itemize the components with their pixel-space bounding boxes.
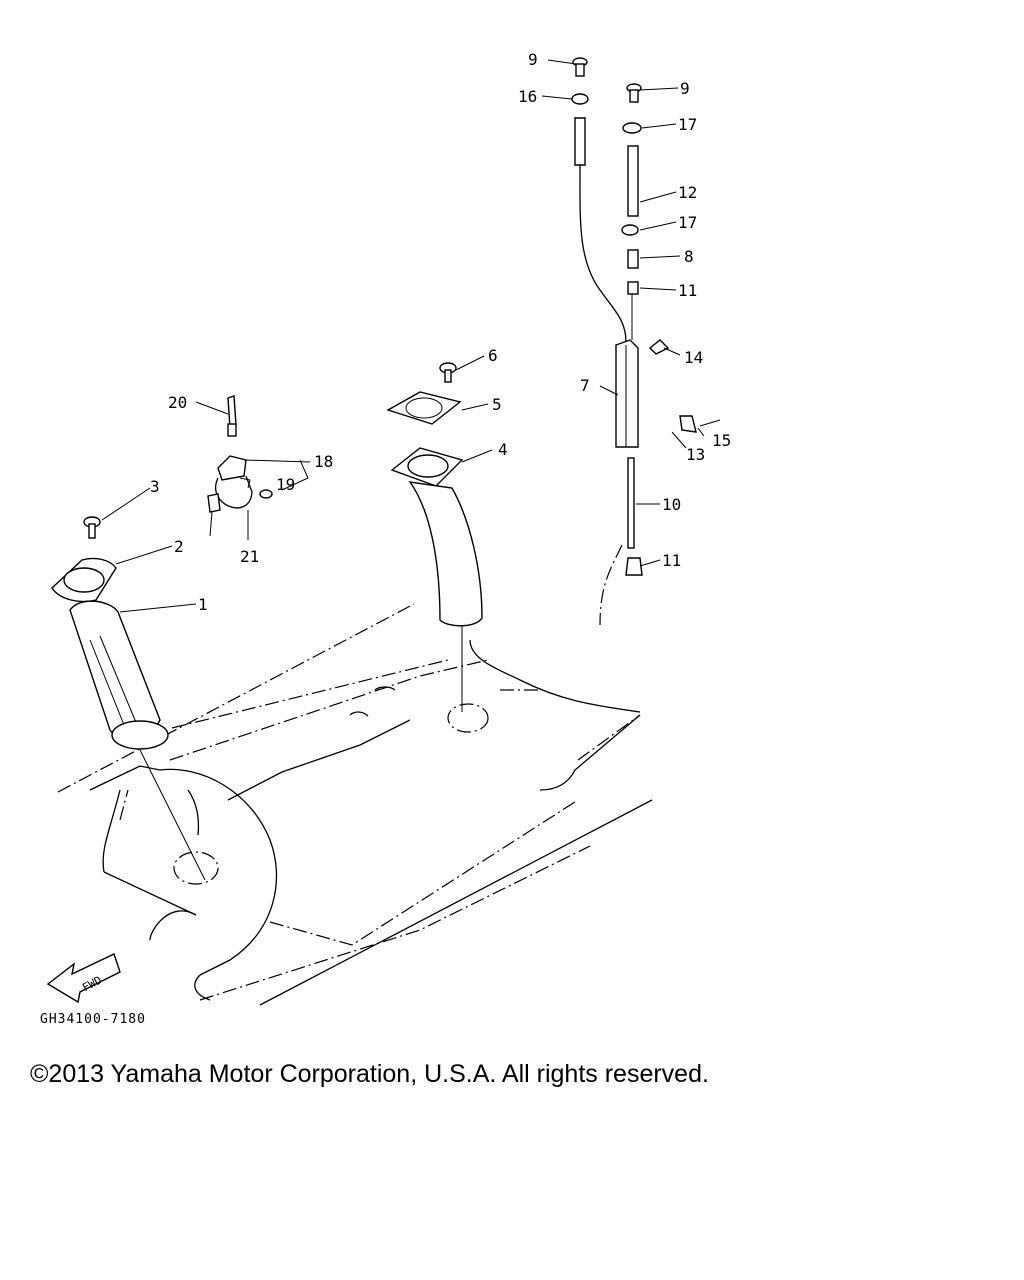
callout: 20	[168, 393, 187, 412]
callout: 2	[174, 537, 184, 556]
vent-hose-assembly	[571, 57, 721, 626]
exploded-parts-diagram: FWD 1 2 3 4 5 6 7 8 9 9 10 11 11 12 13 1…	[46, 50, 731, 1006]
callout: 14	[684, 348, 703, 367]
callout: 5	[492, 395, 502, 414]
callouts: 1 2 3 4 5 6 7 8 9 9 10 11 11 12 13 14 15…	[150, 50, 731, 614]
callout: 8	[684, 247, 694, 266]
callout: 1	[198, 595, 208, 614]
leader-lines	[101, 59, 705, 613]
callout: 4	[498, 440, 508, 459]
callout: 15	[712, 431, 731, 450]
fwd-arrow-icon: FWD	[46, 953, 121, 1004]
callout: 13	[686, 445, 705, 464]
callout: 19	[276, 475, 295, 494]
callout: 11	[662, 551, 681, 570]
callout: 11	[678, 281, 697, 300]
copyright-notice: ©2013 Yamaha Motor Corporation, U.S.A. A…	[30, 1060, 709, 1088]
sensor-clamp-assembly	[207, 395, 273, 537]
callout: 17	[678, 115, 697, 134]
callout: 7	[580, 376, 590, 395]
filler-neck-hose	[51, 557, 169, 750]
fuel-tank-filler-tube	[386, 362, 483, 627]
callout: 9	[680, 79, 690, 98]
diagram-code: GH34100-7180	[40, 1012, 146, 1027]
filler-bolt	[83, 516, 101, 539]
callout: 17	[678, 213, 697, 232]
callout: 18	[314, 452, 333, 471]
callout: 9	[528, 50, 538, 69]
callout: 10	[662, 495, 681, 514]
callout: 3	[150, 477, 160, 496]
callout: 16	[518, 87, 537, 106]
callout: 21	[240, 547, 259, 566]
callout: 6	[488, 346, 498, 365]
callout: 12	[678, 183, 697, 202]
hull-outline	[57, 603, 653, 1006]
